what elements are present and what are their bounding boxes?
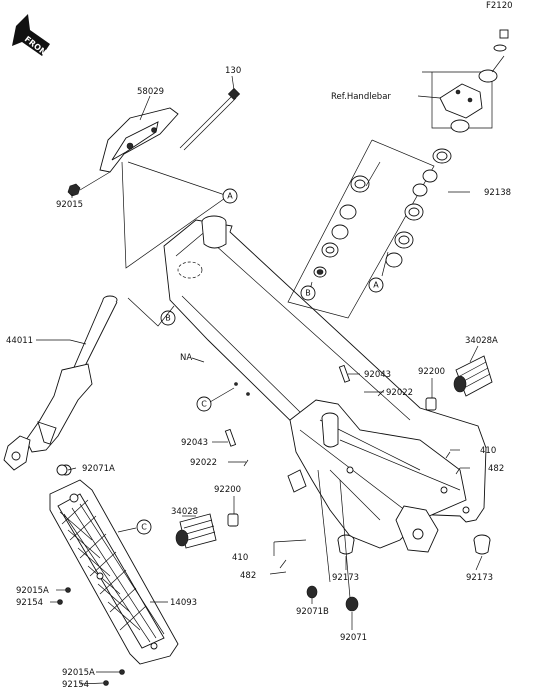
nut-92015	[67, 183, 81, 197]
svg-text:B: B	[305, 289, 311, 298]
footpeg-34028	[175, 513, 217, 549]
leader-lines	[36, 75, 483, 685]
callout-b-box: B	[300, 285, 316, 301]
label-92022-right: 92022	[386, 388, 413, 398]
label-92015A-upper: 92015A	[16, 586, 49, 596]
handlebar-clamp	[439, 69, 498, 133]
floorboard	[49, 464, 179, 665]
label-92043-left: 92043	[181, 438, 208, 448]
label-58029: 58029	[137, 87, 164, 97]
label-na: NA	[180, 353, 192, 363]
label-34028: 34028	[171, 507, 198, 517]
headlight-cowl	[99, 107, 179, 173]
svg-text:A: A	[373, 281, 379, 290]
bolt-92015A-lower	[119, 669, 125, 675]
label-ref-handlebar: Ref.Handlebar	[331, 92, 391, 102]
label-92138: 92138	[484, 188, 511, 198]
label-44011: 44011	[6, 336, 33, 346]
svg-text:C: C	[141, 523, 147, 532]
front-arrow-icon: FRONT	[12, 14, 53, 61]
callout-c-floor: C	[136, 519, 152, 535]
callout-b-frame: B	[160, 310, 176, 326]
pin-92043-right	[338, 364, 351, 383]
bolt-130	[179, 87, 241, 151]
label-92154-upper: 92154	[16, 598, 43, 608]
label-92071B: 92071B	[296, 607, 329, 617]
svg-text:A: A	[227, 192, 233, 201]
label-92022-left: 92022	[190, 458, 217, 468]
bolt-92015A-upper	[65, 587, 71, 593]
label-14093: 14093	[170, 598, 197, 608]
bolt-92154-lower	[103, 680, 109, 686]
steering-bearings	[313, 148, 452, 278]
footpeg-34028A	[453, 355, 493, 397]
label-92071A: 92071A	[82, 464, 115, 474]
label-410-left: 410	[232, 553, 248, 563]
label-92200-right: 92200	[418, 367, 445, 377]
svg-text:B: B	[165, 314, 171, 323]
top-nut	[493, 29, 509, 52]
label-92200-left: 92200	[214, 485, 241, 495]
label-92173-center: 92173	[332, 573, 359, 583]
diagram-code: F2120	[486, 1, 513, 11]
grommet-92071A	[56, 464, 68, 476]
label-410-right: 410	[480, 446, 496, 456]
front-fork	[3, 295, 118, 471]
pin-92043-left	[224, 428, 237, 447]
label-130: 130	[225, 66, 241, 76]
callout-a-top: A	[222, 188, 238, 204]
cap-92173-right	[473, 534, 491, 555]
cap-92173-center	[337, 534, 355, 555]
collar-92200-left	[227, 513, 239, 527]
label-92071: 92071	[340, 633, 367, 643]
label-92043-right: 92043	[364, 370, 391, 380]
svg-text:C: C	[201, 400, 207, 409]
label-482-left: 482	[240, 571, 256, 581]
label-34028A: 34028A	[465, 336, 498, 346]
label-92154-lower: 92154	[62, 680, 89, 687]
label-92015A-lower: 92015A	[62, 668, 95, 678]
grommet-92071	[345, 596, 359, 612]
label-92173-right: 92173	[466, 573, 493, 583]
collar-92200-right	[425, 397, 437, 411]
callout-a-box: A	[368, 277, 384, 293]
callout-c-frame: C	[196, 396, 212, 412]
label-482-right: 482	[488, 464, 504, 474]
label-92015: 92015	[56, 200, 83, 210]
main-frame	[163, 215, 487, 553]
grommet-92071B	[306, 585, 318, 599]
bolt-92154-upper	[57, 599, 63, 605]
